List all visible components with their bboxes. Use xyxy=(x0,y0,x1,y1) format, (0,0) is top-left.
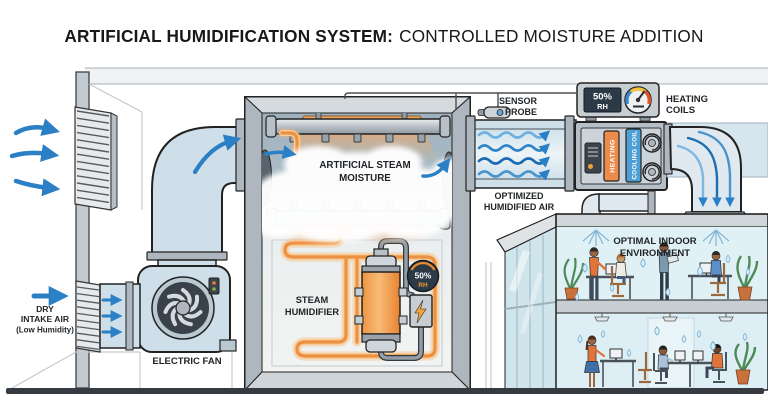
office-building: OPTIMAL INDOOR ENVIRONMENT xyxy=(496,213,768,391)
monitor xyxy=(692,350,704,361)
rh-gauge xyxy=(624,86,652,114)
office-chair xyxy=(638,352,652,384)
ceiling-band xyxy=(85,67,768,85)
table xyxy=(664,361,716,387)
fan-indicator-lights xyxy=(208,277,220,295)
label-sensor-line2: PROBE xyxy=(505,107,537,117)
control-unit: HEATING COOLING COIL xyxy=(574,121,668,191)
plant xyxy=(734,341,757,385)
laptop xyxy=(666,254,679,264)
label-optimized-air-line2: HUMIDIFIED AIR xyxy=(484,202,555,212)
intake-duct-inlet xyxy=(99,281,141,351)
label-dry-intake-line2: INTAKE AIR xyxy=(21,314,70,324)
label-electric-fan: ELECTRIC FAN xyxy=(152,356,221,367)
humidity-badge: 50% RH xyxy=(406,259,440,293)
fan-foot xyxy=(219,339,237,352)
diffuser-air-rays xyxy=(582,229,730,246)
label-steam-moisture-line2: MOISTURE xyxy=(339,173,391,184)
control-knob-top xyxy=(642,133,662,153)
upper-floor-scene xyxy=(563,242,759,301)
chamber-airflow-arrows xyxy=(264,145,451,178)
label-optimal-indoor-line1: OPTIMAL INDOOR xyxy=(613,236,696,247)
panel-rh-value: 50% xyxy=(593,92,613,103)
label-dry-intake-line3: (Low Humidity) xyxy=(16,326,74,335)
person-standing-laptop xyxy=(658,242,679,300)
lightning-icon xyxy=(414,299,427,324)
label-dry-intake-line1: DRY xyxy=(36,304,54,314)
fan-elbow-duct xyxy=(146,118,246,335)
control-knob-bottom xyxy=(642,162,662,182)
inlet-airflow-arrows xyxy=(101,294,123,338)
ground-line xyxy=(6,388,764,394)
person-seated xyxy=(705,344,727,383)
person-standing-woman xyxy=(584,335,606,387)
steam-cloud xyxy=(262,146,452,242)
page-title-regular: CONTROLLED MOISTURE ADDITION xyxy=(399,26,704,46)
sensor-wire xyxy=(344,92,576,99)
label-heating-coils-line2: COILS xyxy=(666,105,695,116)
glass-reflection xyxy=(509,250,530,292)
duct-flange xyxy=(125,281,134,351)
person-seated xyxy=(710,251,726,297)
heating-bar xyxy=(603,130,620,182)
page-title-bold: ARTIFICIAL HUMIDIFICATION SYSTEM: xyxy=(64,26,393,46)
monitor xyxy=(674,350,686,361)
duct-flange xyxy=(647,190,656,215)
control-switch-panel xyxy=(584,142,602,174)
person-standing xyxy=(589,247,607,300)
floor-slab xyxy=(555,299,768,314)
duct-flange xyxy=(146,251,228,261)
main-air-duct xyxy=(465,115,577,192)
electric-fan xyxy=(137,265,237,353)
roof-band xyxy=(555,213,768,228)
power-box xyxy=(409,294,433,328)
plant xyxy=(563,257,585,300)
panel-rh-unit: RH xyxy=(597,102,608,111)
label-optimal-indoor-line2: ENVIRONMENT xyxy=(620,248,690,259)
duct-flange xyxy=(235,118,246,192)
steam-humidifier-vessel xyxy=(354,248,408,353)
rh-screen xyxy=(583,87,622,113)
person-seated xyxy=(653,345,674,384)
glass-reflection xyxy=(520,272,543,334)
intake-louver-top xyxy=(74,106,118,211)
label-heating-coils-line1: HEATING xyxy=(666,94,708,105)
desk xyxy=(600,359,636,387)
badge-rh-value: 50% xyxy=(415,271,432,281)
ceiling-lamps xyxy=(594,313,734,322)
wall-structure-lines xyxy=(11,83,492,389)
badge-rh-unit: RH xyxy=(418,282,428,289)
page-title: ARTIFICIAL HUMIDIFICATION SYSTEM: CONTROL… xyxy=(64,26,703,46)
humidified-airflow-waves xyxy=(477,130,551,181)
monitor xyxy=(609,348,623,359)
duct-flange xyxy=(564,115,575,192)
label-cooling-vertical: COOLING COIL xyxy=(632,131,639,180)
fan-hub xyxy=(175,300,191,316)
supply-airflow-waves xyxy=(676,130,735,208)
cooling-bar xyxy=(625,128,642,183)
rh-display-panel: 50% RH xyxy=(576,82,660,122)
label-steam-humidifier-line2: HUMIDIFIER xyxy=(285,307,340,317)
intake-airflow-arrows-top xyxy=(9,118,61,197)
label-heating-vertical: HEATING xyxy=(610,139,617,173)
duct-flange xyxy=(465,115,476,192)
label-sensor-line1: SENSOR xyxy=(499,96,538,106)
intake-louver-bottom xyxy=(75,280,101,353)
label-optimized-air-line1: OPTIMIZED xyxy=(495,191,544,201)
humidifier-chamber: 50% RH STEAM HUMIDIFIER ARTIFICIAL STEAM… xyxy=(243,95,472,392)
person-seated xyxy=(610,253,627,298)
label-steam-humidifier-line1: STEAM xyxy=(296,295,329,305)
sensor-probe: SENSOR PROBE xyxy=(344,92,576,119)
label-steam-moisture-line1: ARTIFICIAL STEAM xyxy=(319,160,410,171)
